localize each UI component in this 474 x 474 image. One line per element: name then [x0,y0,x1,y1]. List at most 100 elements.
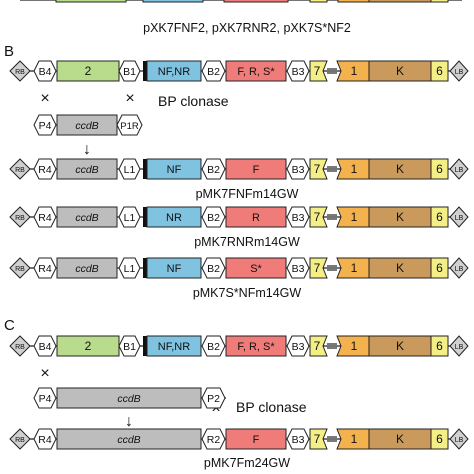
top-plasmid-names: pXK7FNF2, pXK7RNR2, pXK7S*NF2 [143,21,351,35]
b2-site [201,206,226,228]
l1-label: L1 [124,263,136,275]
part-6 [430,158,449,180]
part-7 [309,335,328,357]
l1-label: L1 [124,164,136,176]
part-7-label: 7 [314,210,321,224]
part-6-label: 6 [436,64,443,78]
p2-label: P2 [207,393,220,405]
lb-diamond [449,257,469,279]
part-6-label: 6 [436,339,443,353]
section-b-donor: P4 ccdB P1R [33,114,143,136]
part-f [225,428,287,450]
cross-left-c: × [40,365,49,382]
b2-label: B2 [207,263,220,275]
part-6 [430,60,449,82]
l1-site [118,158,141,180]
r2-site [201,428,226,450]
b2-site [201,60,226,82]
b3-label: B3 [292,434,305,446]
top-part-f [223,0,289,3]
section-b-letter: B [4,43,14,60]
ccdb-block [56,206,118,228]
r4-site [33,257,57,279]
rb-diamond [9,60,31,82]
r4-label: R4 [38,164,52,176]
part-7 [309,257,328,279]
part-6 [430,257,449,279]
part-f-label: R [252,212,260,224]
top-part-6 [430,0,449,3]
part-nf-nr-label: NF,NR [158,66,190,78]
lb-diamond [449,206,469,228]
b3-site [286,206,310,228]
b3-site [286,158,310,180]
b2-label: B2 [207,66,220,78]
rb-label: RB [15,69,25,76]
part-nf-nr [146,60,202,82]
rb-label: RB [15,344,25,351]
lb-label: LB [455,437,464,444]
top-part-2 [55,0,127,3]
part-6 [430,428,449,450]
b3-site [286,257,310,279]
bp-clonase-c: BP clonase [236,399,307,415]
part-f-label: F [253,164,260,176]
part-6-label: 6 [436,261,443,275]
part-nf [146,206,202,228]
part-f-r-s [225,60,287,82]
part-f-r-s [225,335,287,357]
b3-label: B3 [292,263,305,275]
ccdb-label: ccdB [75,164,98,176]
part-nf-label: NF [167,164,182,176]
top-part-k [368,0,432,3]
lb-label: LB [455,344,464,351]
rb-diamond [9,206,31,228]
part-k-label: K [396,64,404,78]
b4-site [33,335,57,357]
part-f-label: S* [250,263,262,275]
b3-site [286,428,310,450]
b1-site [118,60,141,82]
part-6-label: 6 [436,162,443,176]
top-part-nf [142,0,204,3]
promoter-bar [143,207,147,227]
section-c-construct: RB B4 2 B1 NF,NR B2 F, R, S* B3 7 1 K 6 … [9,335,469,357]
promoter-bar [143,336,147,356]
top-part-1 [337,0,370,3]
ccdb-label: ccdB [75,212,98,224]
part-nf [146,257,202,279]
plasmid-name: pMK7RNRm14GW [194,235,300,249]
part-7 [309,60,328,82]
b1-site [118,335,141,357]
ccdb-label: ccdB [75,120,98,132]
part-k-label: K [396,432,404,446]
promoter-bar [143,159,147,179]
b3-label: B3 [292,66,305,78]
part-1-label: 1 [351,210,358,224]
rb-diamond [9,428,31,450]
rb-label: RB [15,437,25,444]
r4-label: R4 [38,434,52,446]
ccdb-label: ccdB [75,263,98,275]
part-6 [430,206,449,228]
part-7-label: 7 [314,339,321,353]
ccdb-block [56,387,202,409]
b1-label: B1 [123,341,136,353]
lb-diamond [449,335,469,357]
promoter-bar [143,61,147,81]
part-1 [336,206,370,228]
cross-right-b: × [125,90,134,107]
r2-label: R2 [207,434,221,446]
r4-label: R4 [38,263,52,275]
part-f [225,257,287,279]
b2-site [201,158,226,180]
part-f-r-s-label: F, R, S* [237,341,275,353]
b4-site [33,60,57,82]
rb-label: RB [15,215,25,222]
p1r-label: P1R [120,121,139,132]
part-nf-label: NR [166,212,182,224]
plasmid-name: pMK7S*NFm14GW [193,286,302,300]
lb-diamond [449,428,469,450]
